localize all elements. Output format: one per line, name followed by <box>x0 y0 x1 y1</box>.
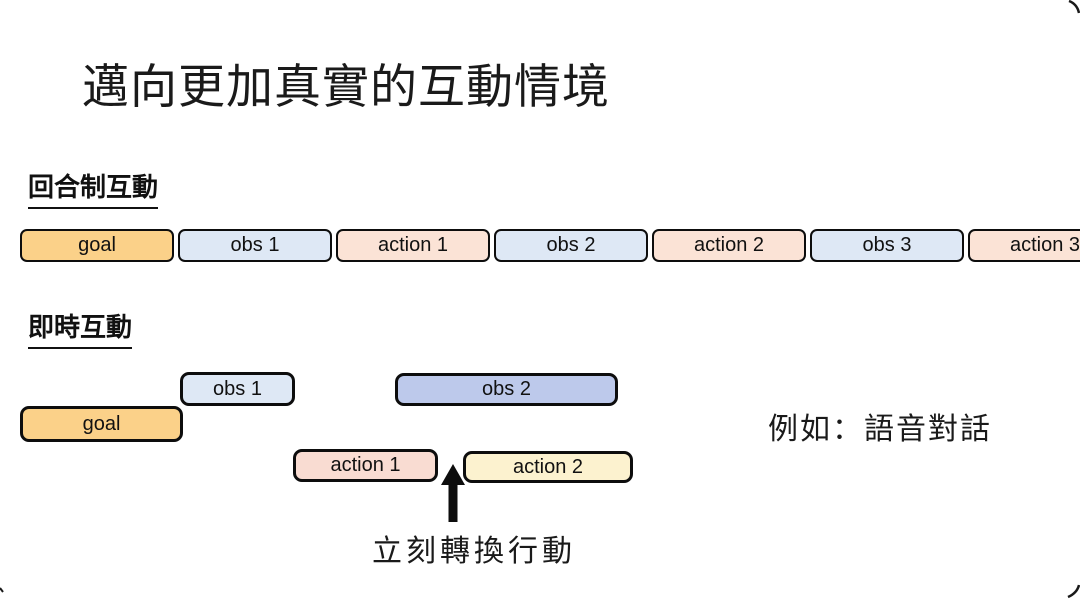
realtime-box-goal: goal <box>20 406 183 442</box>
turn-box-action-2: action 2 <box>652 229 806 262</box>
turn-box-goal: goal <box>20 229 174 262</box>
up-arrow-icon <box>440 464 466 522</box>
heading-realtime: 即時互動 <box>28 307 133 349</box>
turn-box-obs-1: obs 1 <box>178 229 332 262</box>
realtime-box-action-1: action 1 <box>293 449 438 482</box>
realtime-box-obs-2: obs 2 <box>395 373 618 406</box>
slide-title: 邁向更加真實的互動情境 <box>82 60 610 113</box>
example-annotation: 例如：語音對話 <box>768 413 992 446</box>
realtime-box-action-2: action 2 <box>463 451 633 483</box>
turn-box-action-3: action 3 <box>968 229 1080 262</box>
realtime-box-obs-1: obs 1 <box>180 372 295 406</box>
heading-turn-based: 回合制互動 <box>28 167 159 209</box>
turn-box-action-1: action 1 <box>336 229 490 262</box>
turn-box-obs-2: obs 2 <box>494 229 648 262</box>
turn-box-obs-3: obs 3 <box>810 229 964 262</box>
arrow-caption: 立刻轉換行動 <box>372 535 576 568</box>
